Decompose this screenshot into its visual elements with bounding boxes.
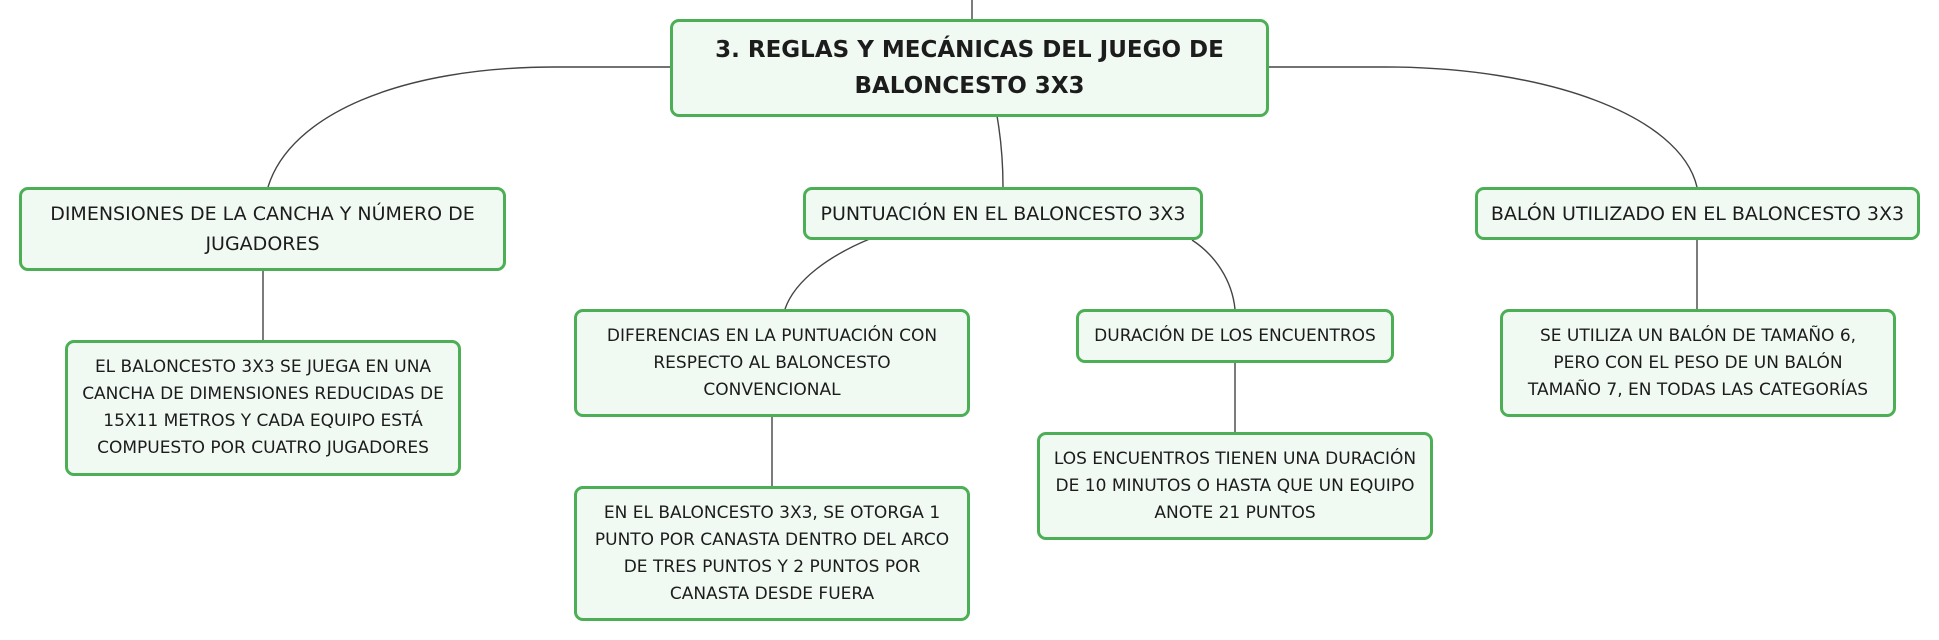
node-scoring-label: PUNTUACIÓN EN EL BALONCESTO 3X3 xyxy=(820,202,1186,225)
node-scoring-differences[interactable]: DIFERENCIAS EN LA PUNTUACIÓN CON RESPECT… xyxy=(574,309,970,417)
node-duration-detail[interactable]: LOS ENCUENTROS TIENEN UNA DURACIÓN DE 10… xyxy=(1037,432,1433,540)
connector-root-to-ball xyxy=(1269,66,1698,188)
connector-root-to-court xyxy=(267,66,670,188)
node-ball[interactable]: BALÓN UTILIZADO EN EL BALONCESTO 3X3 xyxy=(1475,187,1920,240)
connector-scoring-to-duration xyxy=(1191,239,1236,310)
node-scoring[interactable]: PUNTUACIÓN EN EL BALONCESTO 3X3 xyxy=(803,187,1203,240)
node-court-dimensions-label: DIMENSIONES DE LA CANCHA Y NÚMERO DE JUG… xyxy=(50,203,475,255)
node-duration[interactable]: DURACIÓN DE LOS ENCUENTROS xyxy=(1076,309,1394,363)
node-ball-label: BALÓN UTILIZADO EN EL BALONCESTO 3X3 xyxy=(1490,202,1905,225)
connector-scoring-to-differences xyxy=(784,237,873,310)
node-court-detail-label: EL BALONCESTO 3X3 SE JUEGA EN UNA CANCHA… xyxy=(82,357,444,458)
node-ball-detail[interactable]: SE UTILIZA UN BALÓN DE TAMAÑO 6, PERO CO… xyxy=(1500,309,1896,417)
node-duration-detail-label: LOS ENCUENTROS TIENEN UNA DURACIÓN DE 10… xyxy=(1053,448,1417,523)
node-duration-label: DURACIÓN DE LOS ENCUENTROS xyxy=(1094,325,1376,346)
node-scoring-differences-label: DIFERENCIAS EN LA PUNTUACIÓN CON RESPECT… xyxy=(606,325,938,400)
node-scoring-detail-label: EN EL BALONCESTO 3X3, SE OTORGA 1 PUNTO … xyxy=(594,502,950,604)
node-court-detail[interactable]: EL BALONCESTO 3X3 SE JUEGA EN UNA CANCHA… xyxy=(65,340,461,476)
root-node[interactable]: 3. REGLAS Y MECÁNICAS DEL JUEGO DE BALON… xyxy=(670,19,1269,117)
root-node-label: 3. REGLAS Y MECÁNICAS DEL JUEGO DE BALON… xyxy=(715,37,1224,99)
node-scoring-detail[interactable]: EN EL BALONCESTO 3X3, SE OTORGA 1 PUNTO … xyxy=(574,486,970,621)
node-court-dimensions[interactable]: DIMENSIONES DE LA CANCHA Y NÚMERO DE JUG… xyxy=(19,187,506,271)
node-ball-detail-label: SE UTILIZA UN BALÓN DE TAMAÑO 6, PERO CO… xyxy=(1527,325,1869,400)
connector-root-to-scoring xyxy=(996,115,1004,188)
